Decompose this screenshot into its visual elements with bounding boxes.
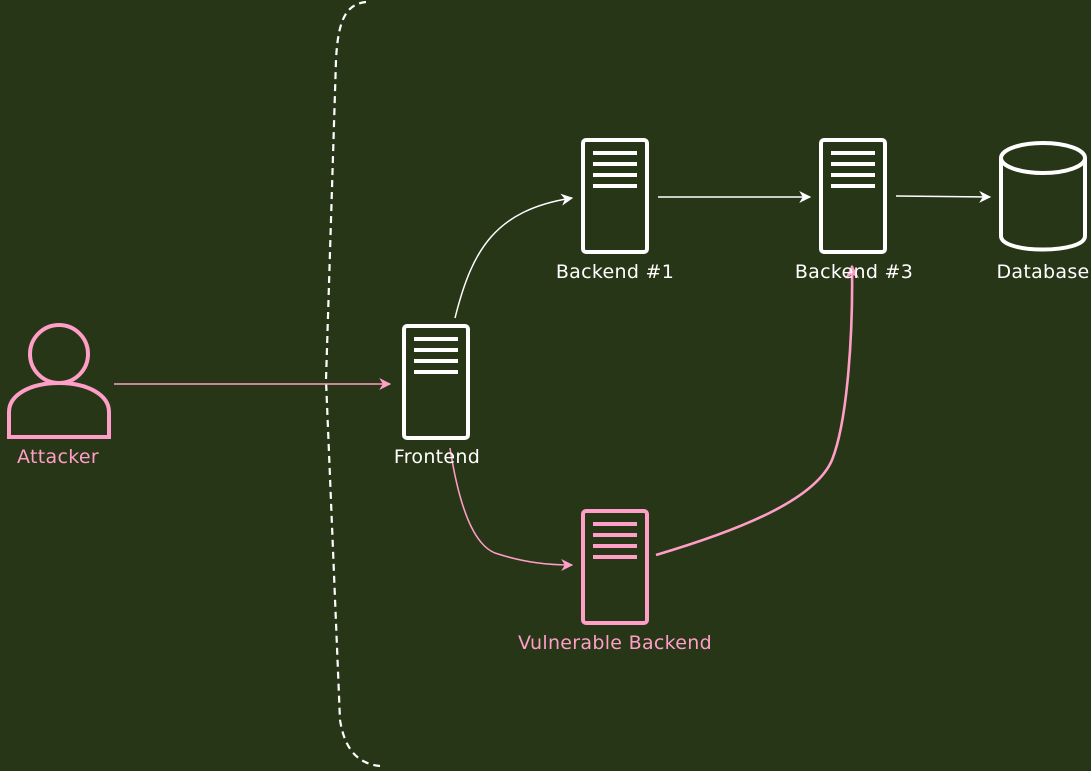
database-label: Database <box>996 261 1090 283</box>
user-icon <box>7 323 111 439</box>
edge-frontend-vulnerable <box>449 447 574 571</box>
backend3-label: Backend #3 <box>794 261 914 283</box>
edge-backend3-database <box>895 190 992 203</box>
database-icon <box>999 141 1087 252</box>
network-boundary <box>324 0 381 768</box>
attacker-label: Attacker <box>17 446 99 468</box>
edge-frontend-backend1 <box>454 193 574 319</box>
server-icon <box>819 138 887 254</box>
server-icon <box>402 324 470 440</box>
edge-vulnerable-backend3 <box>655 264 860 557</box>
server-icon <box>581 138 649 254</box>
vulnerable-backend-label: Vulnerable Backend <box>518 632 712 654</box>
server-icon <box>581 509 649 625</box>
frontend-label: Frontend <box>393 446 481 468</box>
backend1-label: Backend #1 <box>555 261 675 283</box>
